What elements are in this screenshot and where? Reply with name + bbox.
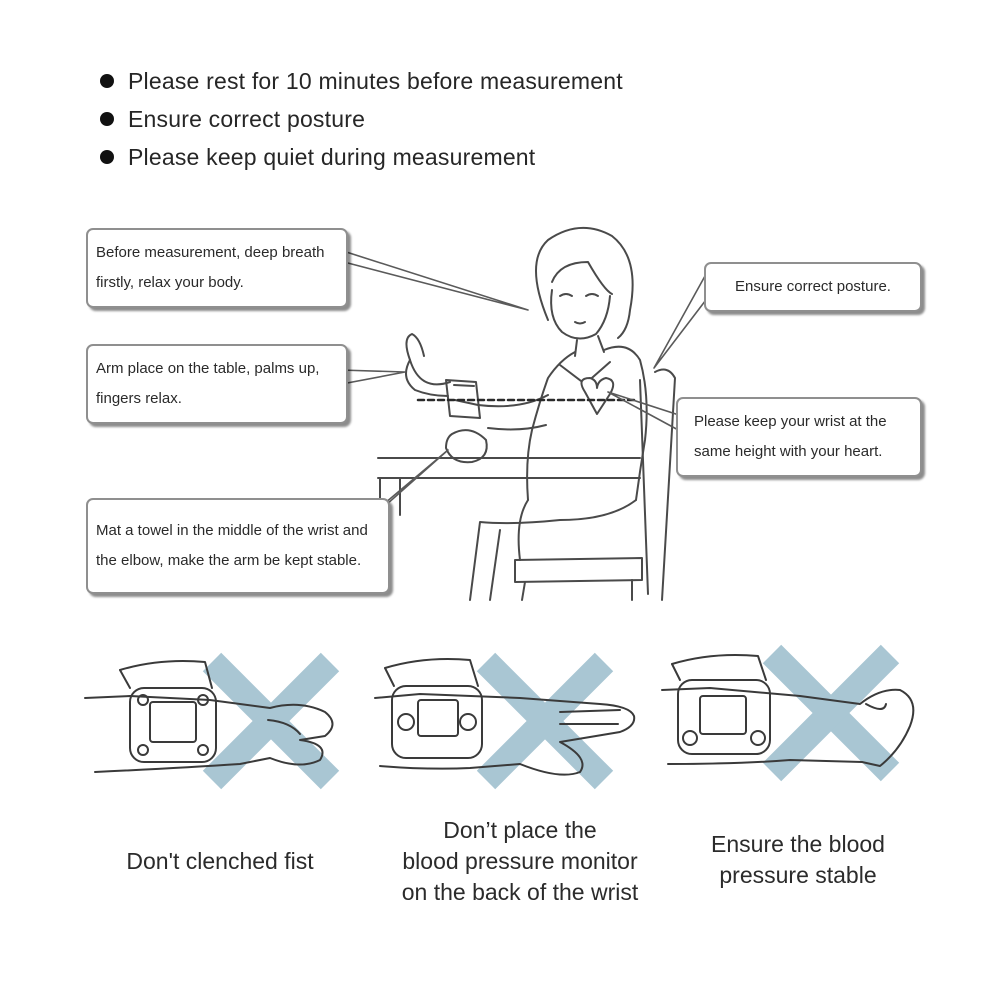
caption-line: blood pressure monitor: [402, 848, 638, 874]
callout-line: Before measurement, deep breath: [96, 244, 325, 261]
tip-text: Please rest for 10 minutes before measur…: [128, 67, 623, 94]
caption-line: Ensure the blood: [711, 831, 885, 857]
callout-line: Mat a towel in the middle of the wrist a…: [96, 522, 368, 539]
table-drawing: [377, 457, 641, 521]
caption-line: Don’t place the: [443, 817, 597, 843]
tip-item: Please rest for 10 minutes before measur…: [100, 62, 623, 100]
bullet-icon: [100, 112, 114, 126]
wrist-bent-drawing: [661, 654, 915, 767]
callout-line: same height with your heart.: [694, 443, 883, 460]
tip-item: Ensure correct posture: [100, 100, 623, 138]
caption-back-of-wrist: Don’t place the blood pressure monitor o…: [380, 815, 660, 908]
callout-line: the elbow, make the arm be kept stable.: [96, 552, 362, 569]
wrist-back-drawing: [374, 658, 636, 776]
chair-drawing: [514, 368, 676, 601]
cross-icon: [476, 652, 614, 790]
bullet-icon: [100, 150, 114, 164]
tips-list: Please rest for 10 minutes before measur…: [100, 62, 623, 176]
wrist-fist-drawing: [84, 660, 334, 773]
callout-line: Ensure correct posture.: [735, 278, 891, 295]
tip-text: Ensure correct posture: [128, 105, 366, 132]
callout-towel: Mat a towel in the middle of the wrist a…: [86, 498, 390, 594]
towel-drawing: [445, 429, 488, 464]
callout-posture: Ensure correct posture.: [704, 262, 922, 312]
callout-arm-place: Arm place on the table, palms up, finger…: [86, 344, 348, 424]
cross-icon: [762, 644, 900, 782]
bullet-icon: [100, 74, 114, 88]
woman-head: [535, 226, 634, 357]
wrist-examples-illustration: [84, 644, 915, 790]
wrist-monitor: [445, 379, 481, 419]
tip-text: Please keep quiet during measurement: [128, 143, 536, 170]
caption-pressure-stable: Ensure the blood pressure stable: [668, 829, 928, 891]
tip-item: Please keep quiet during measurement: [100, 138, 623, 176]
caption-clenched-fist: Don't clenched fist: [90, 846, 350, 877]
callout-line: firstly, relax your body.: [96, 274, 244, 291]
callout-deep-breath: Before measurement, deep breath firstly,…: [86, 228, 348, 308]
caption-line: on the back of the wrist: [401, 879, 639, 905]
callout-line: Please keep your wrist at the: [694, 413, 887, 430]
callout-line: Arm place on the table, palms up,: [96, 360, 320, 377]
callout-line: fingers relax.: [96, 390, 182, 407]
heart-icon: [580, 377, 615, 415]
callout-pointers: [339, 249, 713, 529]
callout-wrist-height: Please keep your wrist at the same heigh…: [676, 397, 922, 477]
caption-line: Don't clenched fist: [126, 848, 314, 874]
caption-line: pressure stable: [719, 862, 877, 888]
posture-illustration: [339, 226, 713, 601]
